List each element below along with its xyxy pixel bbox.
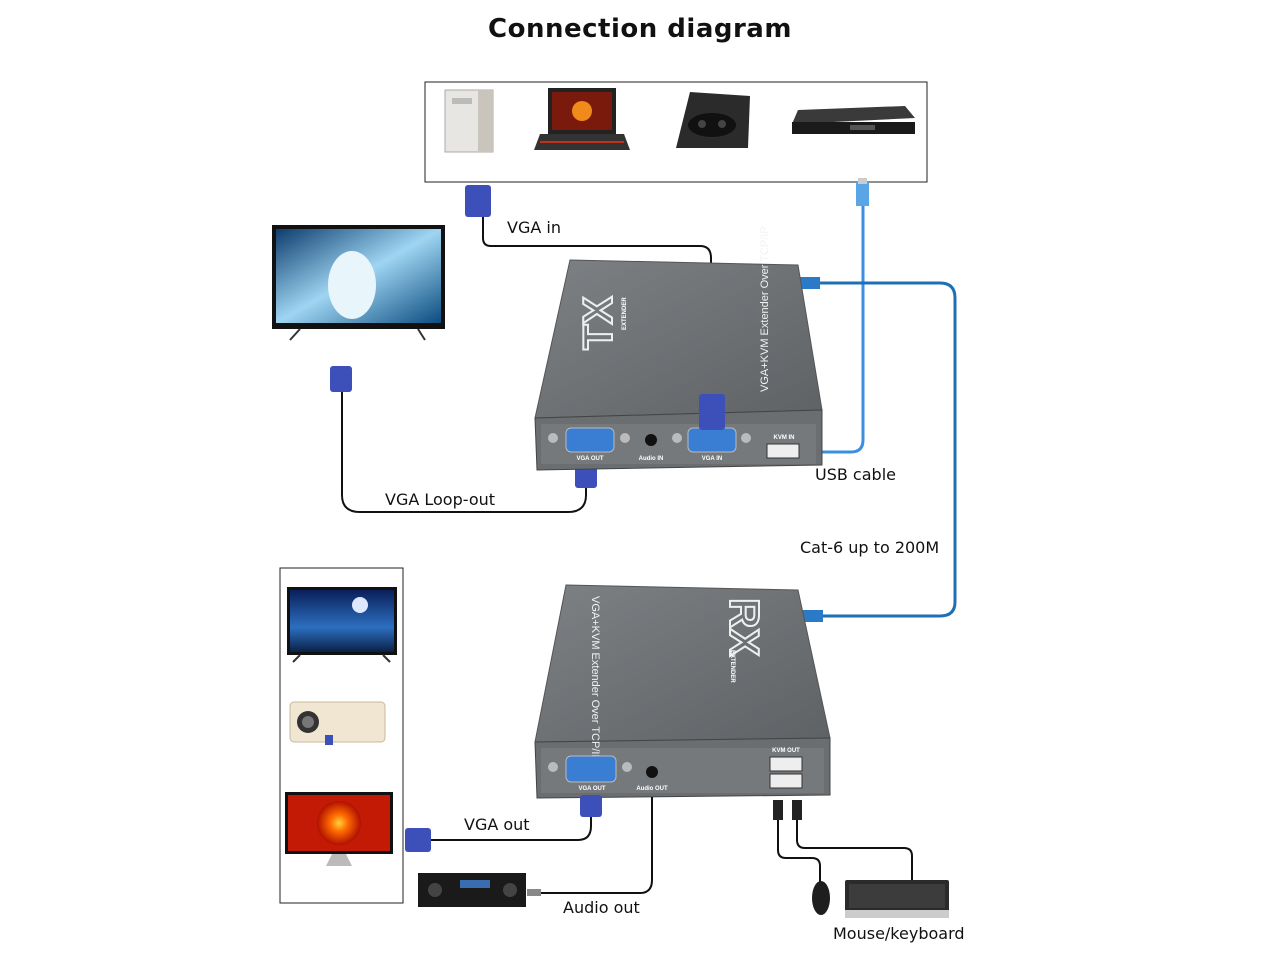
rx-side-text: VGA+KVM Extender Over TCP/IP xyxy=(589,596,601,762)
projector-icon xyxy=(289,701,386,745)
svg-text:EXTENDER: EXTENDER xyxy=(622,297,628,330)
rx-extender-unit: RX EXTENDER VGA+KVM Extender Over TCP/IP… xyxy=(534,584,831,799)
label-vga-in: VGA in xyxy=(507,218,561,237)
mouse-icon xyxy=(812,881,830,915)
vga-out-port xyxy=(565,427,615,453)
vga-in-cable xyxy=(482,217,712,396)
monitor-icon xyxy=(285,792,393,866)
mouse-cable xyxy=(777,820,821,882)
audio-out-port xyxy=(646,766,658,778)
tx-side-text: VGA+KVM Extender Over TCP/IP xyxy=(759,226,771,392)
svg-text:KVM IN: KVM IN xyxy=(774,435,795,441)
label-vga-out: VGA out xyxy=(464,815,530,834)
vga-connector-icon xyxy=(580,795,602,817)
vga-connector-icon xyxy=(405,828,431,852)
label-vga-loop-out: VGA Loop-out xyxy=(385,490,496,509)
keyboard-cable xyxy=(796,820,913,882)
label-audio-out: Audio out xyxy=(563,898,640,917)
pc-tower-icon xyxy=(444,89,494,153)
vga-connector-icon xyxy=(330,366,352,392)
svg-text:Audio IN: Audio IN xyxy=(639,456,664,462)
audio-in-port xyxy=(645,434,657,446)
keyboard-icon xyxy=(845,880,949,918)
rx-logo: RX xyxy=(721,598,768,656)
usb-plug-icon xyxy=(773,800,783,820)
laptop-icon xyxy=(534,88,630,150)
vga-connector-icon xyxy=(465,185,491,217)
svg-text:KVM OUT: KVM OUT xyxy=(772,748,800,754)
svg-text:EXTENDER: EXTENDER xyxy=(729,650,735,683)
svg-text:Audio OUT: Audio OUT xyxy=(636,786,668,792)
rj45-plug-icon xyxy=(800,277,820,289)
audio-out-cable xyxy=(541,797,653,894)
kvm-out-port xyxy=(769,773,803,789)
game-console-icon xyxy=(676,92,750,148)
dvd-player-icon xyxy=(792,106,915,134)
vga-connector-icon xyxy=(699,394,725,430)
svg-text:VGA IN: VGA IN xyxy=(702,456,722,462)
label-cat6: Cat-6 up to 200M xyxy=(800,538,940,557)
tx-extender-unit: TX EXTENDER VGA+KVM Extender Over TCP/IP… xyxy=(534,226,823,471)
vga-out-cable xyxy=(431,815,592,841)
vga-in-port xyxy=(687,427,737,453)
vga-out-port xyxy=(565,755,617,783)
kvm-in-port xyxy=(766,443,800,459)
svg-text:VGA OUT: VGA OUT xyxy=(578,786,605,792)
svg-text:VGA OUT: VGA OUT xyxy=(576,456,603,462)
kvm-out-port xyxy=(769,756,803,772)
tv-icon xyxy=(287,587,397,663)
usb-connector-icon xyxy=(856,182,869,206)
label-usb-cable: USB cable xyxy=(815,465,896,484)
tx-logo: TX xyxy=(574,296,621,350)
vga-loop-out-cable xyxy=(341,392,587,513)
cat6-cable xyxy=(818,281,957,618)
tv-icon xyxy=(272,225,445,341)
amplifier-icon xyxy=(418,873,526,907)
diagram-title: Connection diagram xyxy=(488,14,792,44)
usb-plug-icon xyxy=(792,800,802,820)
label-mouse-keyboard: Mouse/keyboard xyxy=(833,924,965,943)
rj45-plug-icon xyxy=(803,610,823,622)
vga-connector-icon xyxy=(575,466,597,488)
usb-cable xyxy=(815,206,865,454)
